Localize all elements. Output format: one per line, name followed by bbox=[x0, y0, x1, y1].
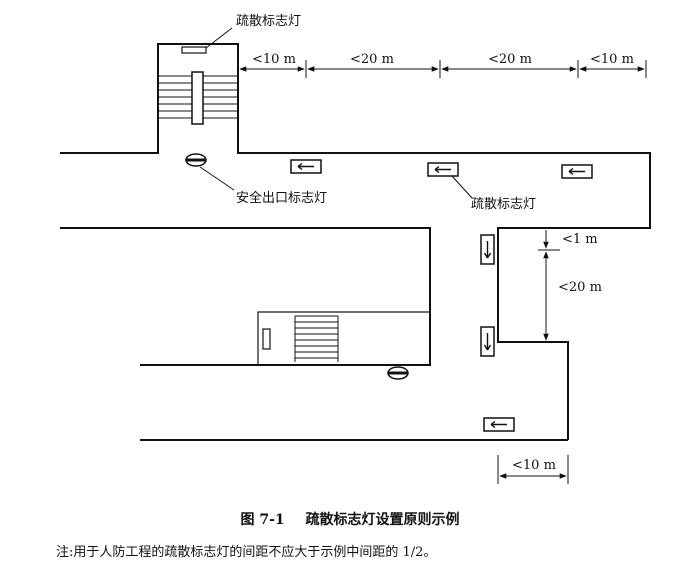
middle-staircase bbox=[257, 311, 431, 366]
top-dimension-line bbox=[237, 60, 647, 78]
exit-sign-light-top bbox=[185, 153, 207, 167]
label-exit-sign: 安全出口标志灯 bbox=[236, 190, 327, 206]
evac-sign-arrow-left-1 bbox=[290, 159, 322, 174]
stair-sign-light bbox=[181, 46, 207, 54]
dim-top-right: <10 m bbox=[590, 52, 634, 67]
dim-right-long: <20 m bbox=[558, 280, 602, 295]
figure-number: 图 7-1 bbox=[240, 512, 285, 528]
leader-exit-sign bbox=[199, 166, 235, 191]
dim-top-mid2: <20 m bbox=[488, 52, 532, 67]
evac-sign-arrow-left-2 bbox=[427, 162, 459, 177]
figure-caption: 图 7-1 疏散标志灯设置原则示例 bbox=[0, 509, 700, 529]
right-dimension-line bbox=[538, 230, 560, 343]
dim-top-mid1: <20 m bbox=[350, 52, 394, 67]
dim-top-left: <10 m bbox=[252, 52, 296, 67]
bottom-dimension-line bbox=[497, 455, 569, 484]
figure-title: 疏散标志灯设置原则示例 bbox=[305, 512, 460, 528]
leader-evac-sign-top bbox=[205, 27, 233, 49]
label-evac-sign-top: 疏散标志灯 bbox=[236, 14, 301, 29]
leader-evac-sign-mid bbox=[451, 175, 473, 199]
evac-sign-arrow-down-1 bbox=[480, 234, 495, 265]
dim-right-small: <1 m bbox=[562, 232, 598, 247]
label-evac-sign-mid: 疏散标志灯 bbox=[471, 197, 536, 212]
dim-bottom: <10 m bbox=[512, 458, 556, 473]
evac-sign-arrow-left-3 bbox=[561, 164, 593, 179]
evac-sign-arrow-left-4 bbox=[483, 417, 515, 432]
evac-sign-arrow-down-2 bbox=[480, 326, 495, 357]
figure-note: 注:用于人防工程的疏散标志灯的间距不应大于示例中间距的 1/2。 bbox=[56, 545, 437, 560]
top-staircase bbox=[158, 46, 238, 125]
exit-sign-light-bottom bbox=[387, 366, 409, 380]
